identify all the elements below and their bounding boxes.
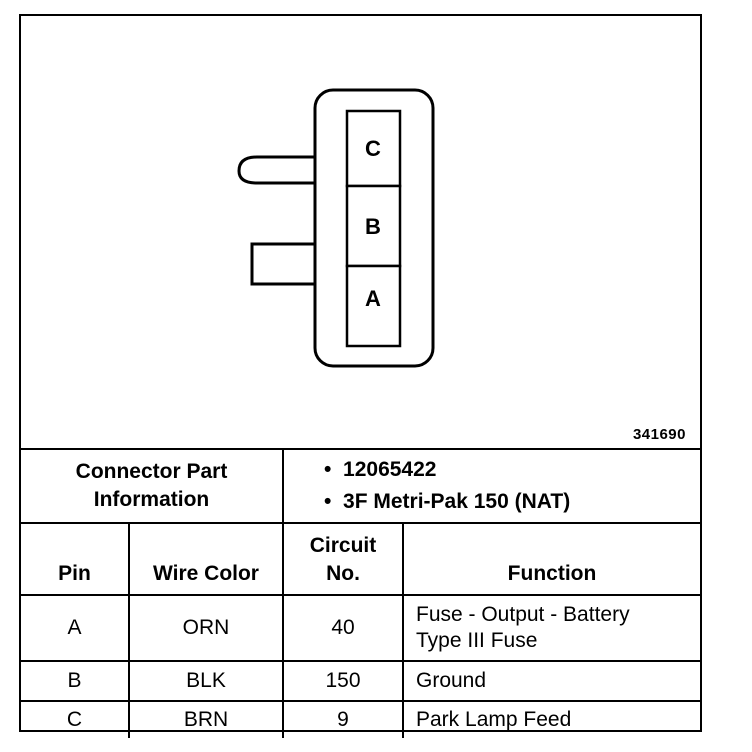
circuit-cell: 40 <box>282 594 404 662</box>
wire-color-cell: ORN <box>128 594 284 662</box>
function-cell: Park Lamp Feed <box>401 700 701 738</box>
connector-latch <box>237 155 317 185</box>
part-description: 3F Metri-Pak 150 (NAT) <box>324 486 700 518</box>
circuit-cell: 9 <box>282 700 404 738</box>
function-cell: Fuse - Output - Battery Type III Fuse <box>401 594 701 662</box>
part-number: 12065422 <box>324 454 700 486</box>
cavity-a <box>345 264 402 348</box>
table-row: A ORN 40 Fuse - Output - Battery Type II… <box>21 594 701 662</box>
circuit-cell: 150 <box>282 660 404 702</box>
part-info-label-line2: Information <box>93 488 210 511</box>
pin-cell: A <box>21 594 130 662</box>
pin-cell: C <box>21 700 130 738</box>
function-line1: Fuse - Output - Battery <box>416 603 630 626</box>
header-wire-color: Wire Color <box>128 522 284 596</box>
cavity-b <box>345 184 402 268</box>
wire-color-cell: BRN <box>128 700 284 738</box>
table-row: B BLK 150 Ground <box>21 660 701 702</box>
pin-cell: B <box>21 660 130 702</box>
part-info-list: 12065422 3F Metri-Pak 150 (NAT) <box>281 448 701 524</box>
pin-label-a: A <box>365 286 381 311</box>
pin-label-b: B <box>365 214 381 239</box>
header-function: Function <box>401 522 701 596</box>
pin-label-c: C <box>365 136 381 161</box>
connector-key <box>250 242 317 286</box>
header-pin: Pin <box>21 522 130 596</box>
wire-color-cell: BLK <box>128 660 284 702</box>
function-cell: Ground <box>401 660 701 702</box>
table-header-row: Pin Wire Color Circuit No. Function <box>21 522 701 596</box>
header-circuit-line2: No. <box>326 562 360 585</box>
cavity-c <box>345 109 402 188</box>
part-info-label: Connector Part Information <box>21 448 284 524</box>
function-line2: Type III Fuse <box>416 629 538 652</box>
part-info-label-line1: Connector Part <box>75 460 228 483</box>
header-circuit-line1: Circuit <box>309 534 377 557</box>
part-info-row: Connector Part Information 12065422 3F M… <box>21 448 701 524</box>
figure-number: 341690 <box>632 426 686 443</box>
table-row: C BRN 9 Park Lamp Feed <box>21 700 701 738</box>
connector-sheet: C B A 341690 Connector Part Information … <box>19 14 702 738</box>
connector-diagram: C B A <box>237 88 435 368</box>
header-circuit: Circuit No. <box>282 522 404 596</box>
pinout-table: Connector Part Information 12065422 3F M… <box>21 448 701 738</box>
